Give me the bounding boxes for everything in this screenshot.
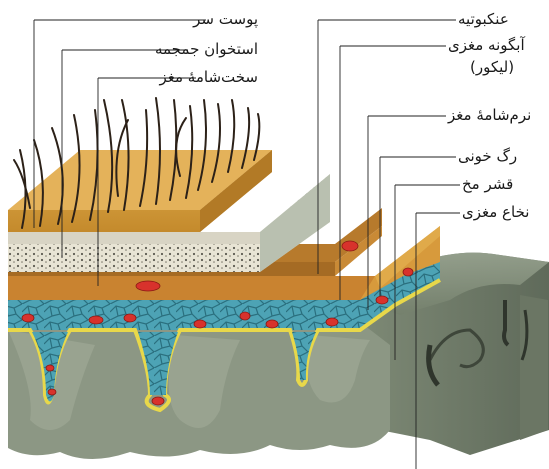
label-csf-line1: آبگونه مغزی — [448, 36, 525, 54]
label-skull: استخوان جمجمه — [155, 40, 258, 58]
label-vessel: رگ خونی — [458, 147, 517, 165]
label-scalp: پوست سر — [193, 10, 258, 28]
label-medulla: نخاع مغزی — [462, 203, 529, 221]
label-arachnoid: عنکبوتیه — [458, 10, 509, 28]
scalp-layer — [8, 150, 272, 232]
label-cortex: قشر مخ — [462, 175, 513, 193]
label-csf-line2: (لیکور) — [470, 58, 514, 76]
label-pia: نرم‌شامهٔ مغز — [448, 106, 531, 124]
label-dura: سخت‌شامهٔ مغز — [159, 68, 258, 86]
